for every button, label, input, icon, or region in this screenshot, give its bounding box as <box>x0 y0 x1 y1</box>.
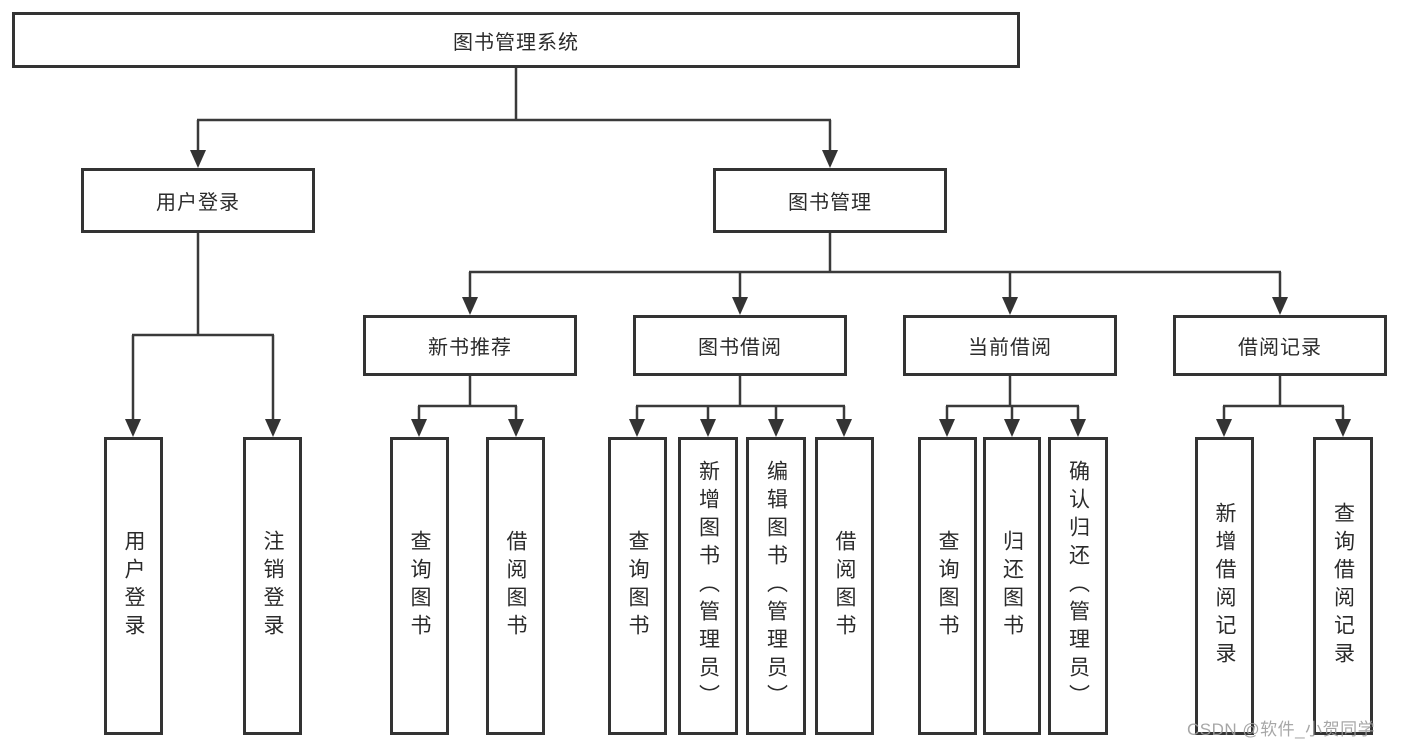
node-current-borrow: 当前借阅 <box>903 315 1117 376</box>
node-new-book-recommend: 新书推荐 <box>363 315 577 376</box>
leaf-label: 查询借阅记录 <box>1331 502 1355 670</box>
leaf-edit-book-admin: 编辑图书（管理员） <box>746 437 806 735</box>
leaf-label: 注销登录 <box>261 530 284 642</box>
leaf-label: 用户登录 <box>122 530 145 642</box>
node-book-borrow: 图书借阅 <box>633 315 847 376</box>
leaf-label: 确认归还（管理员） <box>1066 460 1090 712</box>
leaf-label: 查询图书 <box>936 530 959 642</box>
leaf-label: 借阅图书 <box>833 530 856 642</box>
leaf-query-book-2: 查询图书 <box>608 437 667 735</box>
leaf-label: 编辑图书（管理员） <box>764 460 788 712</box>
leaf-label: 新增图书（管理员） <box>696 460 720 712</box>
edges-book-borrow-branch <box>629 376 852 437</box>
edges-borrow-records-branch <box>1216 376 1351 437</box>
leaf-add-borrow-record: 新增借阅记录 <box>1195 437 1254 735</box>
leaf-query-borrow-record: 查询借阅记录 <box>1313 437 1373 735</box>
leaf-borrow-book-1: 借阅图书 <box>486 437 545 735</box>
node-borrow-records: 借阅记录 <box>1173 315 1387 376</box>
leaf-add-book-admin: 新增图书（管理员） <box>678 437 738 735</box>
node-root: 图书管理系统 <box>12 12 1020 68</box>
leaf-label: 查询图书 <box>626 530 649 642</box>
edges-root-to-level2 <box>190 68 838 168</box>
leaf-label: 归还图书 <box>1000 530 1024 642</box>
edges-book-mgmt-branch <box>462 233 1288 315</box>
leaf-query-book-3: 查询图书 <box>918 437 977 735</box>
node-book-management: 图书管理 <box>713 168 947 233</box>
leaf-confirm-return-admin: 确认归还（管理员） <box>1048 437 1108 735</box>
leaf-label: 借阅图书 <box>504 530 527 642</box>
edges-current-borrow-branch <box>939 376 1086 437</box>
leaf-borrow-book-2: 借阅图书 <box>815 437 874 735</box>
leaf-user-login: 用户登录 <box>104 437 163 735</box>
leaf-logout: 注销登录 <box>243 437 302 735</box>
edges-user-login-branch <box>125 233 281 437</box>
leaf-label: 查询图书 <box>408 530 431 642</box>
leaf-return-book: 归还图书 <box>983 437 1041 735</box>
edges-new-book-branch <box>411 376 524 437</box>
leaf-label: 新增借阅记录 <box>1213 502 1236 670</box>
leaf-query-book-1: 查询图书 <box>390 437 449 735</box>
csdn-watermark: CSDN @软件_小贺同学 <box>1187 720 1376 739</box>
node-user-login: 用户登录 <box>81 168 315 233</box>
